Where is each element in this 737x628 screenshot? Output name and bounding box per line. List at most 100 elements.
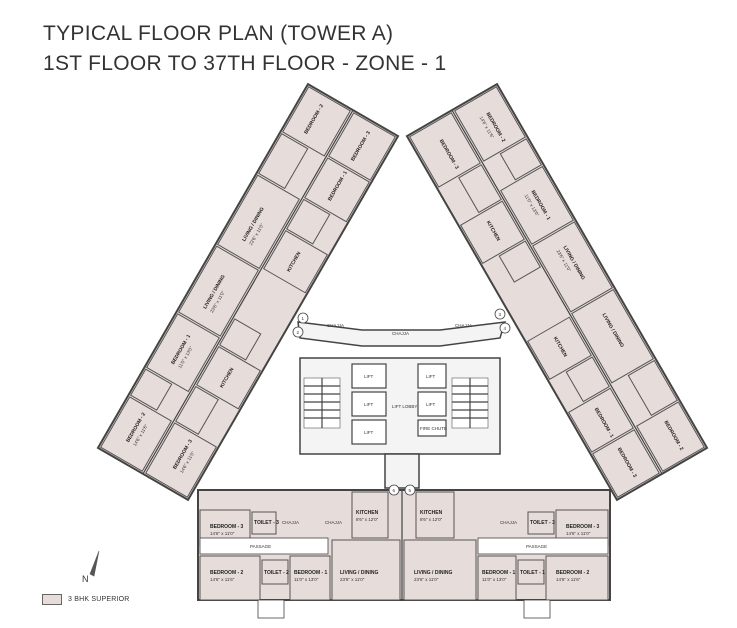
unit-marker-6: [388, 484, 400, 496]
north-arrow-icon: [89, 550, 100, 577]
right-toilet-3: [627, 359, 678, 417]
bottom-left-toilet-2: [261, 559, 289, 585]
unit-number-4: 4: [504, 326, 507, 331]
unit-number-6: 6: [393, 488, 396, 493]
left-bedroom-3c: [328, 112, 396, 181]
lift-label-5: LIFT: [426, 402, 436, 407]
left-toilet-1: [219, 318, 262, 361]
right-kitchen: [460, 200, 525, 264]
left-living-2: [217, 174, 300, 270]
lift-label-3: LIFT: [364, 430, 374, 435]
stair-left: [303, 377, 341, 429]
right-bedroom-3: [409, 112, 481, 188]
corridor-chajja-3: CHAJJA: [455, 323, 472, 328]
bottom-right-passage: [477, 537, 609, 555]
bottom-right-toilet-3: [527, 511, 555, 535]
unit-number-3: 3: [499, 312, 502, 317]
br-dims-kitchen: 8'6" x 12'0": [420, 517, 443, 522]
br-label-bedroom-2: BEDROOM - 2: [556, 570, 590, 576]
lift-5: [417, 391, 447, 417]
left-passage: [175, 385, 219, 435]
left-bedroom-1b: [304, 157, 370, 223]
left-bedroom-3b: [258, 132, 309, 190]
br-label-chajja: CHAJJA: [500, 520, 517, 525]
br-label-bedroom-3: BEDROOM - 3: [566, 524, 600, 530]
bottom-left-living: [331, 539, 401, 601]
bl-label-bedroom-3: BEDROOM - 3: [210, 524, 244, 530]
right-kitchen-2: [527, 316, 592, 381]
br-dims-bedroom-3: 14'6" x 11'0": [566, 531, 591, 536]
br-dims-living: 23'6" x 11'0": [414, 577, 439, 582]
left-bedroom-1: [146, 313, 220, 393]
bottom-right-bedroom-1: [477, 555, 517, 601]
right-passage: [458, 164, 502, 214]
left-kitchen-2: [263, 229, 328, 294]
bottom-right-bedroom-2: [545, 555, 609, 601]
left-living-upper: [178, 245, 259, 337]
unit-marker-5: [404, 484, 416, 496]
right-bedroom-1: [500, 165, 574, 245]
bl-dims-bedroom-1: 11'0" x 13'0": [294, 577, 319, 582]
stair-right: [451, 377, 489, 429]
legend: 3 BHK SUPERIOR: [42, 594, 130, 605]
bl-dims-bedroom-3: 14'6" x 11'0": [210, 531, 235, 536]
bl-label-passage: PASSAGE: [250, 544, 271, 549]
unit-number-1: 1: [302, 316, 305, 321]
plan-subtitle: 1ST FLOOR TO 37TH FLOOR - ZONE - 1: [43, 52, 447, 75]
unit-marker-1: [297, 312, 309, 324]
lift-4: [417, 363, 447, 389]
north-label: N: [82, 574, 89, 584]
right-living-2: [571, 288, 654, 384]
bl-label-kitchen: KITCHEN: [356, 510, 379, 516]
lift-label-4: LIFT: [426, 374, 436, 379]
corridor-chajja-1: CHAJJA: [327, 323, 344, 328]
bl-label-chajja-2: CHAJJA: [325, 520, 342, 525]
bottom-left-toilet-3: [251, 511, 277, 535]
left-bedroom-3: [145, 422, 217, 498]
bottom-right-living: [403, 539, 477, 601]
right-bedroom-1b: [568, 387, 634, 453]
right-toilet-1: [498, 240, 541, 283]
left-bedroom-2b: [282, 86, 351, 157]
bl-dims-bedroom-2: 14'6" x 11'6": [210, 577, 235, 582]
lift-label-2: LIFT: [364, 402, 374, 407]
left-toilet-2: [130, 368, 173, 411]
br-dims-bedroom-1: 11'0" x 13'0": [482, 577, 507, 582]
right-bedroom-2: [454, 86, 526, 162]
left-wing: BEDROOM - 2 14'6" x 11'6" BEDROOM - 1 11…: [96, 82, 400, 502]
right-bedroom-2b: [636, 401, 705, 472]
bottom-right-kitchen: [415, 491, 455, 539]
br-dims-bedroom-2: 14'6" x 11'6": [556, 577, 581, 582]
unit-number-markers: 1 2 3 4 5 6: [292, 308, 511, 496]
right-bedroom-3b: [592, 429, 660, 498]
unit-number-5: 5: [409, 488, 412, 493]
bl-dims-living: 23'6" x 11'0": [340, 577, 365, 582]
bl-label-toilet-3: TOILET - 3: [254, 520, 279, 526]
fire-chute: [417, 419, 447, 437]
unit-marker-3: [494, 308, 506, 320]
legend-swatch: [42, 594, 62, 605]
right-living: [532, 221, 613, 313]
lift-lobby-label: LIFT LOBBY: [392, 404, 417, 409]
br-label-toilet-1: TOILET - 1: [520, 570, 545, 576]
right-toilet-2: [499, 138, 542, 181]
lift-1: [351, 363, 387, 389]
legend-label: 3 BHK SUPERIOR: [68, 596, 130, 603]
br-label-kitchen: KITCHEN: [420, 510, 443, 516]
plan-title: TYPICAL FLOOR PLAN (TOWER A): [43, 22, 394, 45]
fire-chute-label: FIRE CHUTE: [420, 426, 447, 431]
core-link: [384, 453, 420, 489]
bottom-left-kitchen: [351, 491, 389, 539]
unit-marker-2: [292, 326, 304, 338]
br-balcony: [523, 599, 551, 619]
left-toilet-3: [286, 198, 331, 245]
corridor-chajja-2: CHAJJA: [392, 331, 409, 336]
br-label-passage: PASSAGE: [526, 544, 547, 549]
left-bedroom-2: [100, 396, 172, 472]
lift-3: [351, 419, 387, 445]
bl-label-bedroom-2: BEDROOM - 2: [210, 570, 244, 576]
bl-label-toilet-2: TOILET - 2: [264, 570, 289, 576]
left-kitchen: [196, 346, 261, 410]
